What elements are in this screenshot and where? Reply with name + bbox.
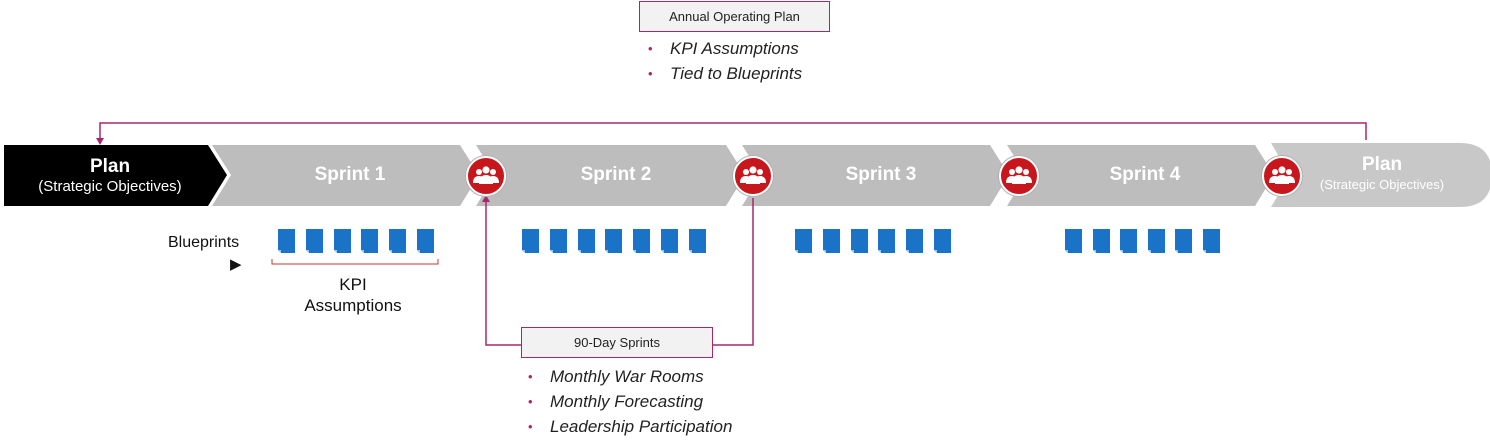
document-icon [306, 229, 323, 253]
plan-start-subtitle: (Strategic Objectives) [38, 178, 182, 195]
document-icon [1175, 229, 1192, 253]
annual-operating-plan-title: Annual Operating Plan [669, 9, 800, 24]
document-icon [851, 229, 868, 253]
document-icon [633, 229, 650, 253]
sprints-connector-arrowhead [482, 195, 490, 202]
document-icon [578, 229, 595, 253]
sprints-bullet: •Monthly War Rooms [528, 367, 704, 386]
play-arrow-icon: ▶ [230, 256, 242, 273]
sprints-box-connector-right [712, 198, 754, 346]
sprint-3-label: Sprint 3 [845, 164, 917, 185]
document-icon [906, 229, 923, 253]
sprints-bullets: •Monthly War Rooms •Monthly Forecasting … [525, 364, 732, 439]
plan-start-title: Plan [89, 156, 131, 177]
annual-operating-plan-box: Annual Operating Plan [639, 1, 830, 32]
document-icon [361, 229, 378, 253]
feedback-loop-connector [99, 122, 1367, 140]
team-meeting-icon [1262, 156, 1302, 196]
document-icon [1065, 229, 1082, 253]
document-icon [823, 229, 840, 253]
kpi-label-line1: KPI [339, 275, 367, 294]
sprints-bullet: •Leadership Participation [528, 417, 733, 436]
team-meeting-icon [466, 156, 506, 196]
chevron-sprint-3 [742, 145, 1009, 206]
feedback-loop-arrowhead [96, 138, 104, 145]
document-icon [522, 229, 539, 253]
sprint-4-label: Sprint 4 [1109, 164, 1181, 185]
team-meeting-icon [999, 156, 1039, 196]
sprint-2-label: Sprint 2 [580, 164, 652, 185]
sprints-box-connector [485, 198, 522, 346]
plan-end-label: Plan (Strategic Objectives) [1302, 155, 1462, 194]
document-icon [689, 229, 706, 253]
kpi-label-line2: Assumptions [304, 296, 402, 315]
annual-plan-bullets: •KPI Assumptions •Tied to Blueprints [645, 36, 802, 86]
annual-plan-bullet: •Tied to Blueprints [648, 64, 803, 83]
chevron-sprint-1 [212, 145, 479, 206]
document-icon [1093, 229, 1110, 253]
ninety-day-sprints-title: 90-Day Sprints [574, 335, 660, 350]
document-icon [278, 229, 295, 253]
chevron-sprint-4 [1007, 145, 1274, 206]
ninety-day-sprints-box: 90-Day Sprints [521, 327, 713, 358]
chevron-sprint-2 [476, 145, 745, 206]
plan-end-subtitle: (Strategic Objectives) [1319, 177, 1445, 192]
plan-end-title: Plan [1361, 154, 1403, 175]
chevron-plan-end [1271, 143, 1490, 207]
plan-start-label: Plan (Strategic Objectives) [20, 157, 200, 196]
sprints-bullet: •Monthly Forecasting [528, 392, 704, 411]
document-icon [661, 229, 678, 253]
document-icon [1148, 229, 1165, 253]
document-icon [550, 229, 567, 253]
document-icon [795, 229, 812, 253]
sprint-1-label: Sprint 1 [314, 164, 386, 185]
document-icon [417, 229, 434, 253]
document-icon [878, 229, 895, 253]
kpi-assumptions-label: KPI Assumptions [290, 274, 416, 316]
blueprints-label: Blueprints [168, 234, 240, 251]
chevron-plan-start [4, 145, 227, 206]
document-icon [1203, 229, 1220, 253]
document-icon [1120, 229, 1137, 253]
kpi-bracket [271, 259, 439, 265]
annual-plan-bullet: •KPI Assumptions [648, 39, 799, 58]
team-meeting-icon [733, 156, 773, 196]
document-icon [934, 229, 951, 253]
document-icon [389, 229, 406, 253]
document-icon [334, 229, 351, 253]
document-icon [605, 229, 622, 253]
